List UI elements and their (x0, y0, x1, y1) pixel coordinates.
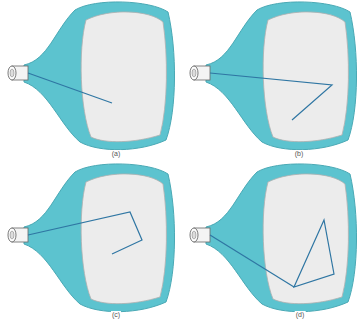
panel-label: (b) (294, 150, 305, 157)
crt-c (8, 164, 175, 312)
crt-b (190, 2, 357, 150)
panel-label: (c) (111, 311, 121, 318)
panel-label: (a) (111, 150, 122, 157)
panel-label: (d) (295, 311, 306, 318)
crt-a (8, 2, 175, 150)
crt-d (190, 164, 357, 312)
